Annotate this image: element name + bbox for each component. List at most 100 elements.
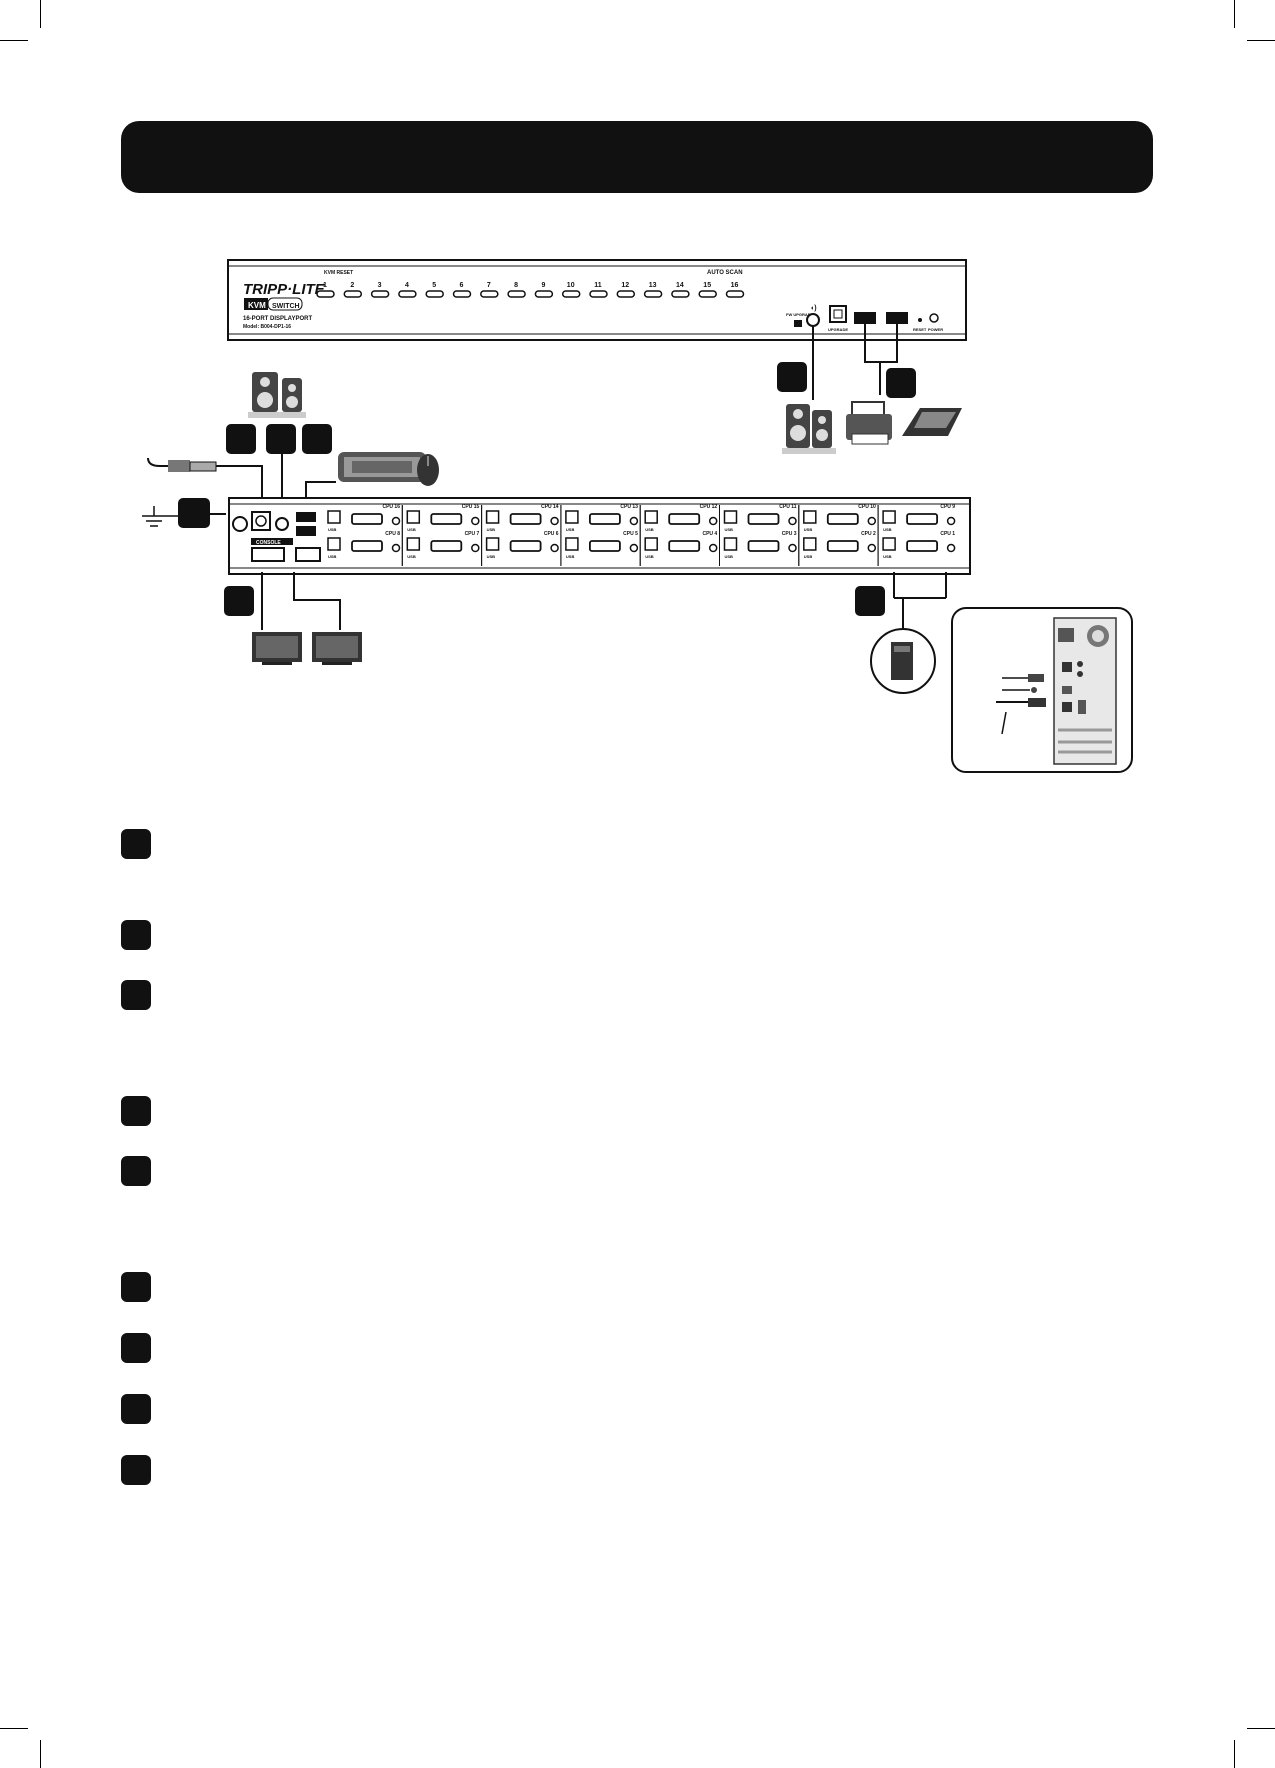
usb-label: USB (328, 527, 337, 532)
cpu-port-label: CPU 10 (858, 504, 876, 510)
usb-label: USB (566, 554, 575, 559)
port-select-button (671, 290, 690, 298)
usb-label: USB (725, 527, 734, 532)
cpu-port-label: CPU 3 (782, 531, 797, 537)
usb-label: USB (407, 554, 416, 559)
ground-symbol-icon (142, 506, 178, 527)
port-select-button (616, 290, 636, 298)
cpu-port-label: CPU 12 (700, 504, 718, 510)
legend-badge (121, 980, 151, 1010)
port-select-button (398, 290, 417, 298)
speakers-icon (782, 404, 836, 454)
power-led-icon (929, 313, 939, 323)
audio-jack-icon (946, 543, 956, 553)
usb-b-port-icon (327, 510, 341, 524)
mouse-icon (417, 454, 439, 486)
port-number-label: 3 (378, 282, 382, 289)
displayport-port-icon (826, 513, 859, 525)
usb-b-port-icon (723, 537, 738, 551)
console-usb-port-icon (296, 512, 316, 522)
usb-b-port-icon (485, 537, 500, 551)
legend-badge (121, 1096, 151, 1126)
callout-badge (777, 362, 807, 392)
port-number-label: 12 (621, 282, 629, 289)
port-number-label: 16 (731, 282, 739, 289)
displayport-port-icon (509, 540, 542, 552)
port-select-button (561, 290, 581, 298)
callout-badge (226, 424, 256, 454)
audio-jack-icon (629, 543, 639, 553)
fw-upgrade-label: FW UPGRADE (786, 312, 814, 317)
speakers-icon (248, 372, 306, 418)
console-displayport-icon (295, 547, 321, 562)
brand-logo: TRIPP·LITE (243, 281, 326, 298)
audio-jack-icon (550, 516, 559, 526)
callout-badge (178, 498, 210, 528)
console-audio-jack-icon (275, 517, 289, 531)
cpu-port-label: CPU 11 (779, 504, 796, 510)
port-number-label: 5 (432, 282, 436, 289)
crop-mark (1234, 1740, 1235, 1768)
cpu-port-label: CPU 5 (623, 531, 638, 537)
displayport-port-icon (589, 540, 621, 552)
displayport-port-icon (668, 540, 701, 552)
audio-jack-icon (867, 516, 877, 526)
port-select-button (725, 290, 745, 298)
usb-b-port-icon (882, 537, 896, 551)
section-header-bar (121, 121, 1153, 193)
audio-jack-icon (471, 516, 480, 526)
usb-b-port-icon (723, 510, 738, 524)
displayport-port-icon (826, 540, 859, 552)
displayport-port-icon (351, 540, 383, 552)
usb-b-port-icon (565, 537, 579, 551)
usb-b-port-icon (882, 510, 896, 524)
usb-b-port-icon (406, 510, 421, 524)
usb-b-port-icon (565, 510, 579, 524)
port-number-label: 7 (487, 282, 491, 289)
monitor-icon (312, 632, 362, 665)
legend-badge (121, 1272, 151, 1302)
audio-jack-icon (788, 516, 797, 526)
kvm-label: KVM (248, 301, 266, 310)
displayport-port-icon (589, 513, 621, 525)
usb-label: USB (883, 554, 892, 559)
audio-jack-icon (806, 313, 820, 327)
usb-label: USB (725, 554, 734, 559)
product-label: 16-PORT DISPLAYPORT (243, 316, 312, 322)
printer-icon (846, 401, 892, 445)
kvm-reset-label: KVM RESET (324, 270, 353, 276)
displayport-port-icon (906, 540, 938, 552)
port-number-label: 15 (703, 282, 711, 289)
port-select-button (698, 290, 717, 298)
audio-jack-icon (391, 543, 401, 553)
usb-port-icon (854, 312, 876, 324)
power-jack-icon (251, 511, 271, 531)
installation-diagram: TRIPP·LITE KVM SWITCH 16-PORT DISPLAYPOR… (142, 259, 1133, 773)
port-select-button (589, 290, 608, 298)
crop-mark (40, 1740, 41, 1768)
usb-label: USB (487, 554, 496, 559)
cpu-port-label: CPU 7 (465, 531, 480, 537)
upgrade-port-icon (829, 305, 847, 323)
crop-mark (1234, 0, 1235, 28)
port-number-label: 1 (323, 282, 327, 289)
displayport-port-icon (351, 513, 383, 525)
port-select-button (316, 290, 335, 298)
console-usb-port-icon (296, 526, 316, 536)
crop-mark (1247, 40, 1275, 41)
displayport-port-icon (430, 540, 463, 552)
crop-mark (40, 0, 41, 28)
cpu-port-label: CPU 14 (541, 504, 559, 510)
port-number-label: 11 (594, 282, 602, 289)
legend-badge (121, 920, 151, 950)
audio-jack-icon (708, 516, 718, 526)
audio-jack-icon (946, 516, 956, 526)
cpu-port-label: CPU 8 (385, 531, 400, 537)
displayport-port-icon (747, 540, 780, 552)
usb-label: USB (804, 527, 813, 532)
usb-b-port-icon (406, 537, 421, 551)
displayport-port-icon (747, 513, 780, 525)
usb-b-port-icon (644, 537, 658, 551)
callout-badge (224, 586, 254, 616)
